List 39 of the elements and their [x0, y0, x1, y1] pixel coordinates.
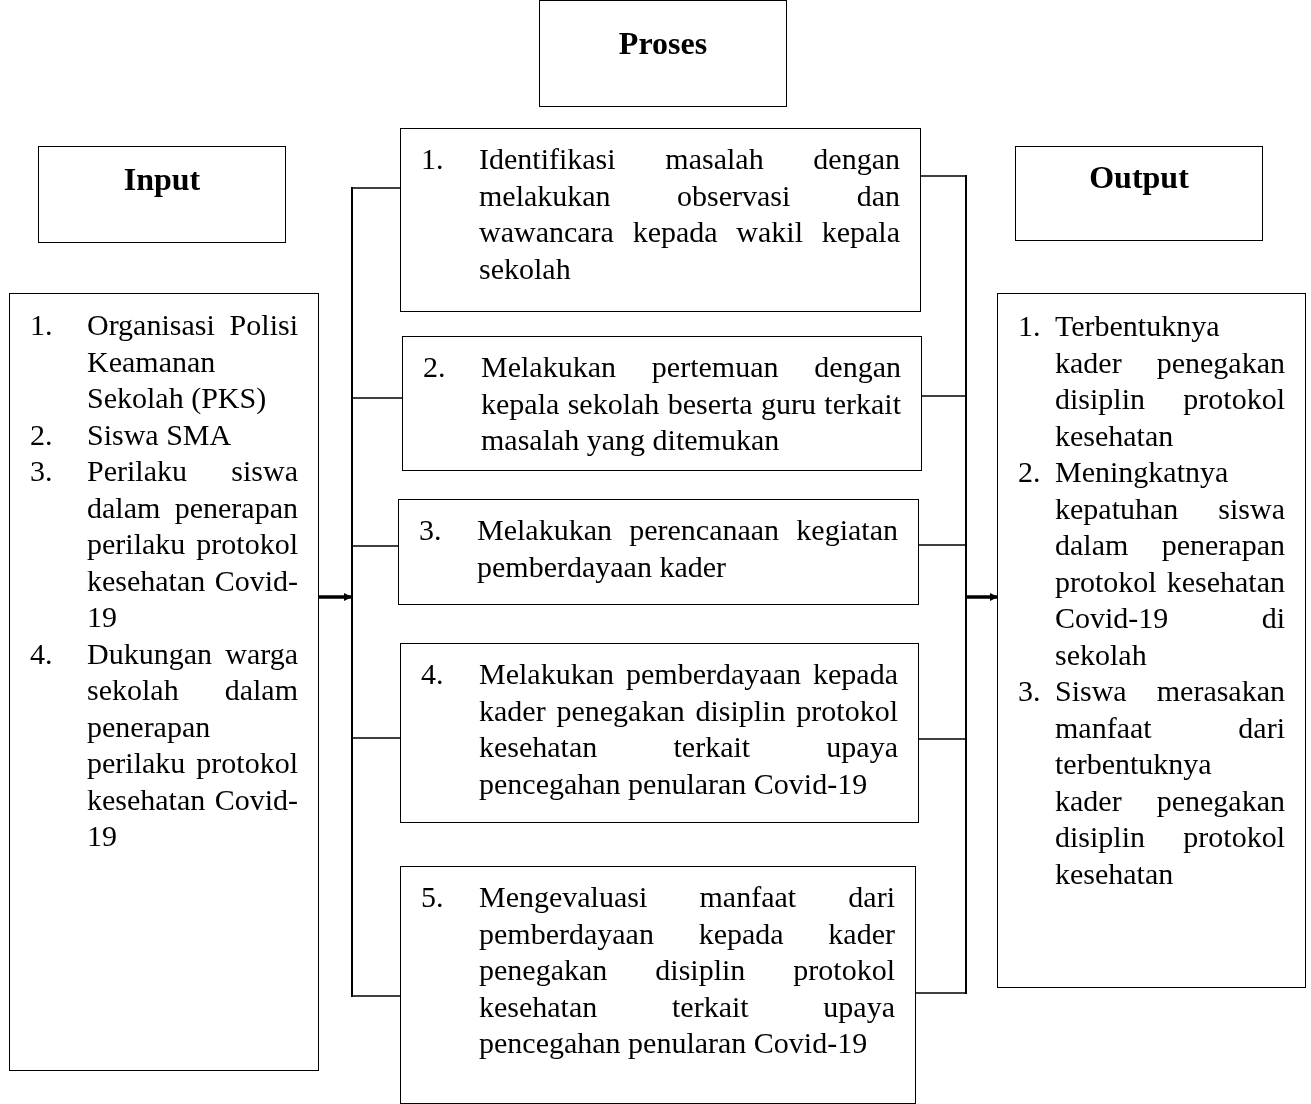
process-box — [400, 128, 921, 312]
output-list-box — [997, 293, 1306, 988]
connector-line — [352, 187, 401, 189]
connector-line — [918, 738, 966, 740]
process-box — [398, 499, 919, 605]
input-list-box — [9, 293, 319, 1071]
list-item: 1. Organisasi Polisi Keamanan Sekolah (PKS) — [30, 307, 298, 416]
list-item: 3. Melakukan perencanaan kegiatan pemberdayaan kader — [419, 512, 898, 585]
heading-text: Output — [1088, 158, 1190, 197]
connector-line — [352, 737, 401, 739]
list-item: 2. Siswa SMA — [30, 416, 233, 453]
arrow — [319, 593, 352, 601]
list-item: 5. Mengevaluasi manfaat dari pemberdayaan kepada kader penegakan disiplin protokol kesehatan terkait upaya pencegahan penularan Covid-19 — [421, 879, 895, 1061]
list-item: 2. Melakukan pertemuan dengan kepala sekolah beserta guru terkait masalah yang ditemukan — [423, 349, 901, 458]
bracket-line — [965, 175, 967, 994]
list-item: 4. Melakukan pemberdayaan kepada kader penegakan disiplin protokol kesehatan terkait upaya pencegahan penularan Covid-19 — [421, 656, 898, 802]
connector-line — [352, 995, 401, 997]
connector-line — [920, 175, 966, 177]
process-box — [400, 643, 919, 823]
list-item: 1. Identifikasi masalah dengan melakukan observasi dan wawancara kepada wakil kepala sekolah — [421, 141, 900, 287]
bracket-line — [351, 187, 353, 997]
list-item: 2. Meningkatnya kepatuhan siswa dalam penerapan protokol kesehatan Covid-19 di sekolah — [1018, 454, 1285, 673]
stage-heading-box — [1015, 146, 1263, 241]
heading-text: Input — [122, 160, 202, 199]
connector-line — [915, 992, 966, 994]
connector-line — [921, 395, 966, 397]
heading-text: Proses — [617, 24, 709, 63]
stage-heading-box — [539, 0, 787, 107]
list-item: 1. Terbentuknya kader penegakan disiplin protokol kesehatan — [1018, 308, 1285, 454]
process-box — [400, 866, 916, 1104]
connector-line — [352, 397, 403, 399]
connector-line — [918, 544, 966, 546]
process-box — [402, 336, 922, 471]
list-item: 4. Dukungan warga sekolah dalam penerapan perilaku protokol kesehatan Covid-19 — [30, 635, 298, 854]
list-item: 3. Siswa merasakan manfaat dari terbentuknya kader penegakan disiplin protokol kesehatan — [1018, 673, 1285, 892]
arrow — [967, 593, 998, 601]
stage-heading-box — [38, 146, 286, 243]
connector-line — [352, 545, 399, 547]
list-item: 3. Perilaku siswa dalam penerapan perilaku protokol kesehatan Covid-19 — [30, 453, 298, 635]
